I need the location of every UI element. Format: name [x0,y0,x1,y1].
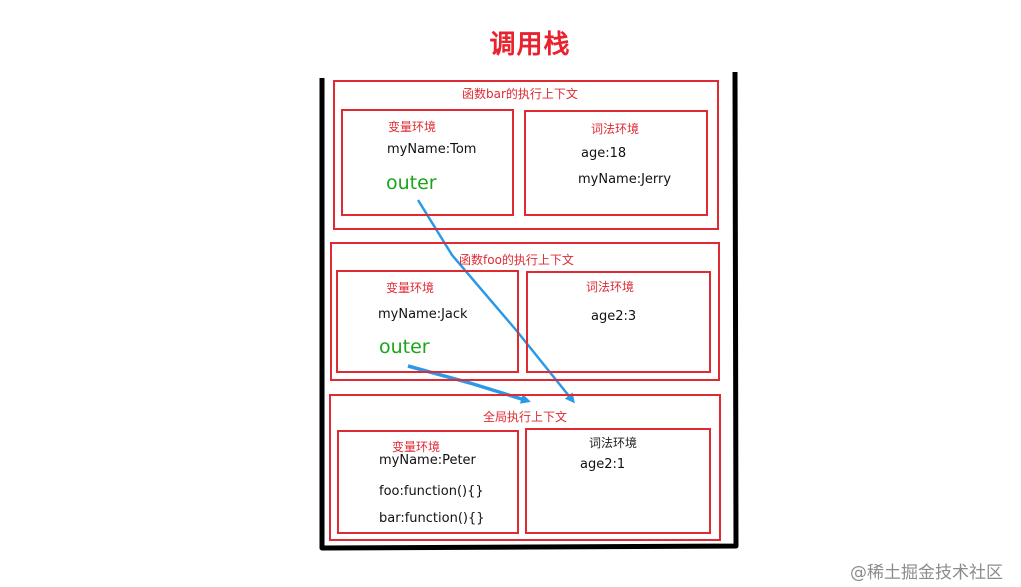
foo-lexical-env-box [526,271,711,373]
foo-outer-ref: outer [379,336,430,358]
bar-var-myname: myName:Tom [387,142,477,157]
global-variable-env-box [337,430,519,534]
global-lexical-env-box [525,428,711,534]
bar-variable-env-box [341,109,514,216]
bar-outer-ref: outer [386,172,437,194]
bar-execution-context [333,80,719,230]
bar-lex-age: age:18 [581,146,627,161]
global-var-bar: bar:function(){} [379,511,485,526]
stack-outline [319,71,739,551]
global-execution-context [329,394,721,541]
watermark: @稀土掘金技术社区 [850,563,1003,583]
bar-variable-env-label: 变量环境 [388,120,437,134]
bar-lexical-env-box [524,110,708,216]
outer-arrow-bar-to-global [416,199,575,404]
foo-variable-env-label: 变量环境 [386,281,435,295]
foo-context-header: 函数foo的执行上下文 [459,253,574,267]
foo-lexical-env-label: 词法环境 [586,280,635,294]
global-var-myname: myName:Peter [379,453,476,468]
bar-lexical-env-label: 词法环境 [591,122,640,136]
foo-variable-env-box [336,270,519,373]
page-title: 调用栈 [489,30,571,60]
global-context-header: 全局执行上下文 [483,410,568,424]
foo-lex-age2: age2:3 [591,309,637,324]
global-lexical-env-label: 词法环境 [589,436,638,450]
foo-execution-context [330,242,720,381]
global-variable-env-label: 变量环境 [392,440,441,454]
bar-context-header: 函数bar的执行上下文 [462,87,578,101]
global-lex-age2: age2:1 [580,457,626,472]
bar-lex-myname: myName:Jerry [578,172,672,187]
global-var-foo: foo:function(){} [379,484,484,499]
foo-var-myname: myName:Jack [378,307,468,322]
